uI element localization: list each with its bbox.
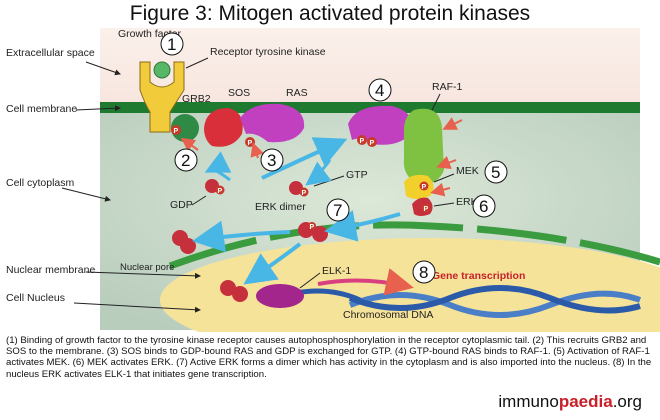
gdp-molecule: P bbox=[205, 179, 225, 195]
step-marker-8: 8 bbox=[412, 260, 436, 284]
svg-text:P: P bbox=[370, 140, 375, 147]
immunopaedia-logo: immunopaedia.org bbox=[498, 392, 642, 411]
step-marker-6: 6 bbox=[472, 194, 496, 218]
label-nucleus: Cell Nucleus bbox=[6, 292, 65, 304]
label-gene-transcription: Gene transcription bbox=[432, 270, 525, 282]
step-marker-5: 5 bbox=[484, 160, 508, 184]
svg-text:P: P bbox=[218, 188, 223, 195]
label-ras: RAS bbox=[286, 87, 308, 99]
grb2-protein bbox=[171, 114, 199, 142]
step-marker-3: 3 bbox=[260, 148, 284, 172]
sos-protein bbox=[204, 108, 243, 147]
step-marker-1: 1 bbox=[160, 32, 184, 56]
step-marker-7: 7 bbox=[326, 198, 350, 222]
ras-gtp-protein bbox=[348, 105, 413, 145]
elk1-protein bbox=[256, 284, 304, 308]
svg-text:8: 8 bbox=[419, 263, 428, 282]
svg-text:P: P bbox=[174, 128, 179, 135]
svg-text:P: P bbox=[424, 206, 429, 213]
step-marker-2: 2 bbox=[174, 148, 198, 172]
svg-text:4: 4 bbox=[375, 81, 384, 100]
label-mek: MEK bbox=[456, 165, 479, 177]
raf1-protein bbox=[403, 108, 444, 185]
erk-dimer: P bbox=[298, 222, 328, 242]
svg-text:1: 1 bbox=[167, 35, 176, 54]
mek-protein bbox=[404, 174, 434, 199]
label-receptor: Receptor tyrosine kinase bbox=[210, 46, 326, 58]
svg-text:5: 5 bbox=[491, 163, 500, 182]
svg-text:P: P bbox=[302, 190, 307, 197]
gtp-molecule: P bbox=[289, 181, 309, 197]
svg-text:P: P bbox=[310, 224, 315, 231]
svg-text:3: 3 bbox=[267, 151, 276, 170]
growth-factor-ligand bbox=[153, 61, 171, 79]
label-chromosomal-dna: Chromosomal DNA bbox=[343, 309, 433, 321]
figure-title: Figure 3: Mitogen activated protein kina… bbox=[129, 2, 531, 25]
label-elk1: ELK-1 bbox=[322, 265, 351, 277]
erk-dimer-nucleus bbox=[220, 280, 248, 302]
label-erk-dimer: ERK dimer bbox=[255, 201, 306, 213]
label-erk: ERK bbox=[456, 196, 478, 208]
erk-dimer-cytoplasm bbox=[172, 230, 196, 254]
step-marker-4: 4 bbox=[368, 78, 392, 102]
svg-text:P: P bbox=[248, 140, 253, 147]
mapk-pathway-diagram: Extracellular space Cell membrane Cell c… bbox=[6, 28, 660, 332]
svg-text:7: 7 bbox=[333, 201, 342, 220]
label-sos: SOS bbox=[228, 87, 250, 99]
phospho-tag bbox=[171, 125, 181, 135]
svg-text:6: 6 bbox=[479, 197, 488, 216]
svg-text:P: P bbox=[422, 184, 427, 191]
label-cell-membrane: Cell membrane bbox=[6, 103, 77, 115]
label-nuclear-pore: Nuclear pore bbox=[120, 262, 174, 273]
svg-text:P: P bbox=[360, 138, 365, 145]
label-gtp: GTP bbox=[346, 169, 368, 181]
nuclear-membrane bbox=[168, 221, 660, 270]
figure-caption: (1) Binding of growth factor to the tyro… bbox=[6, 335, 652, 380]
receptor-tyrosine-kinase bbox=[139, 61, 185, 133]
transcription-arrow bbox=[317, 268, 414, 296]
label-nuclear-membrane: Nuclear membrane bbox=[6, 264, 95, 276]
label-cytoplasm: Cell cytoplasm bbox=[6, 177, 75, 189]
svg-text:2: 2 bbox=[181, 151, 190, 170]
label-raf1: RAF-1 bbox=[432, 81, 462, 93]
label-extracellular: Extracellular space bbox=[6, 47, 95, 59]
ras-protein bbox=[240, 103, 305, 143]
label-grb2: GRB2 bbox=[182, 93, 211, 105]
label-gdp: GDP bbox=[170, 199, 193, 211]
